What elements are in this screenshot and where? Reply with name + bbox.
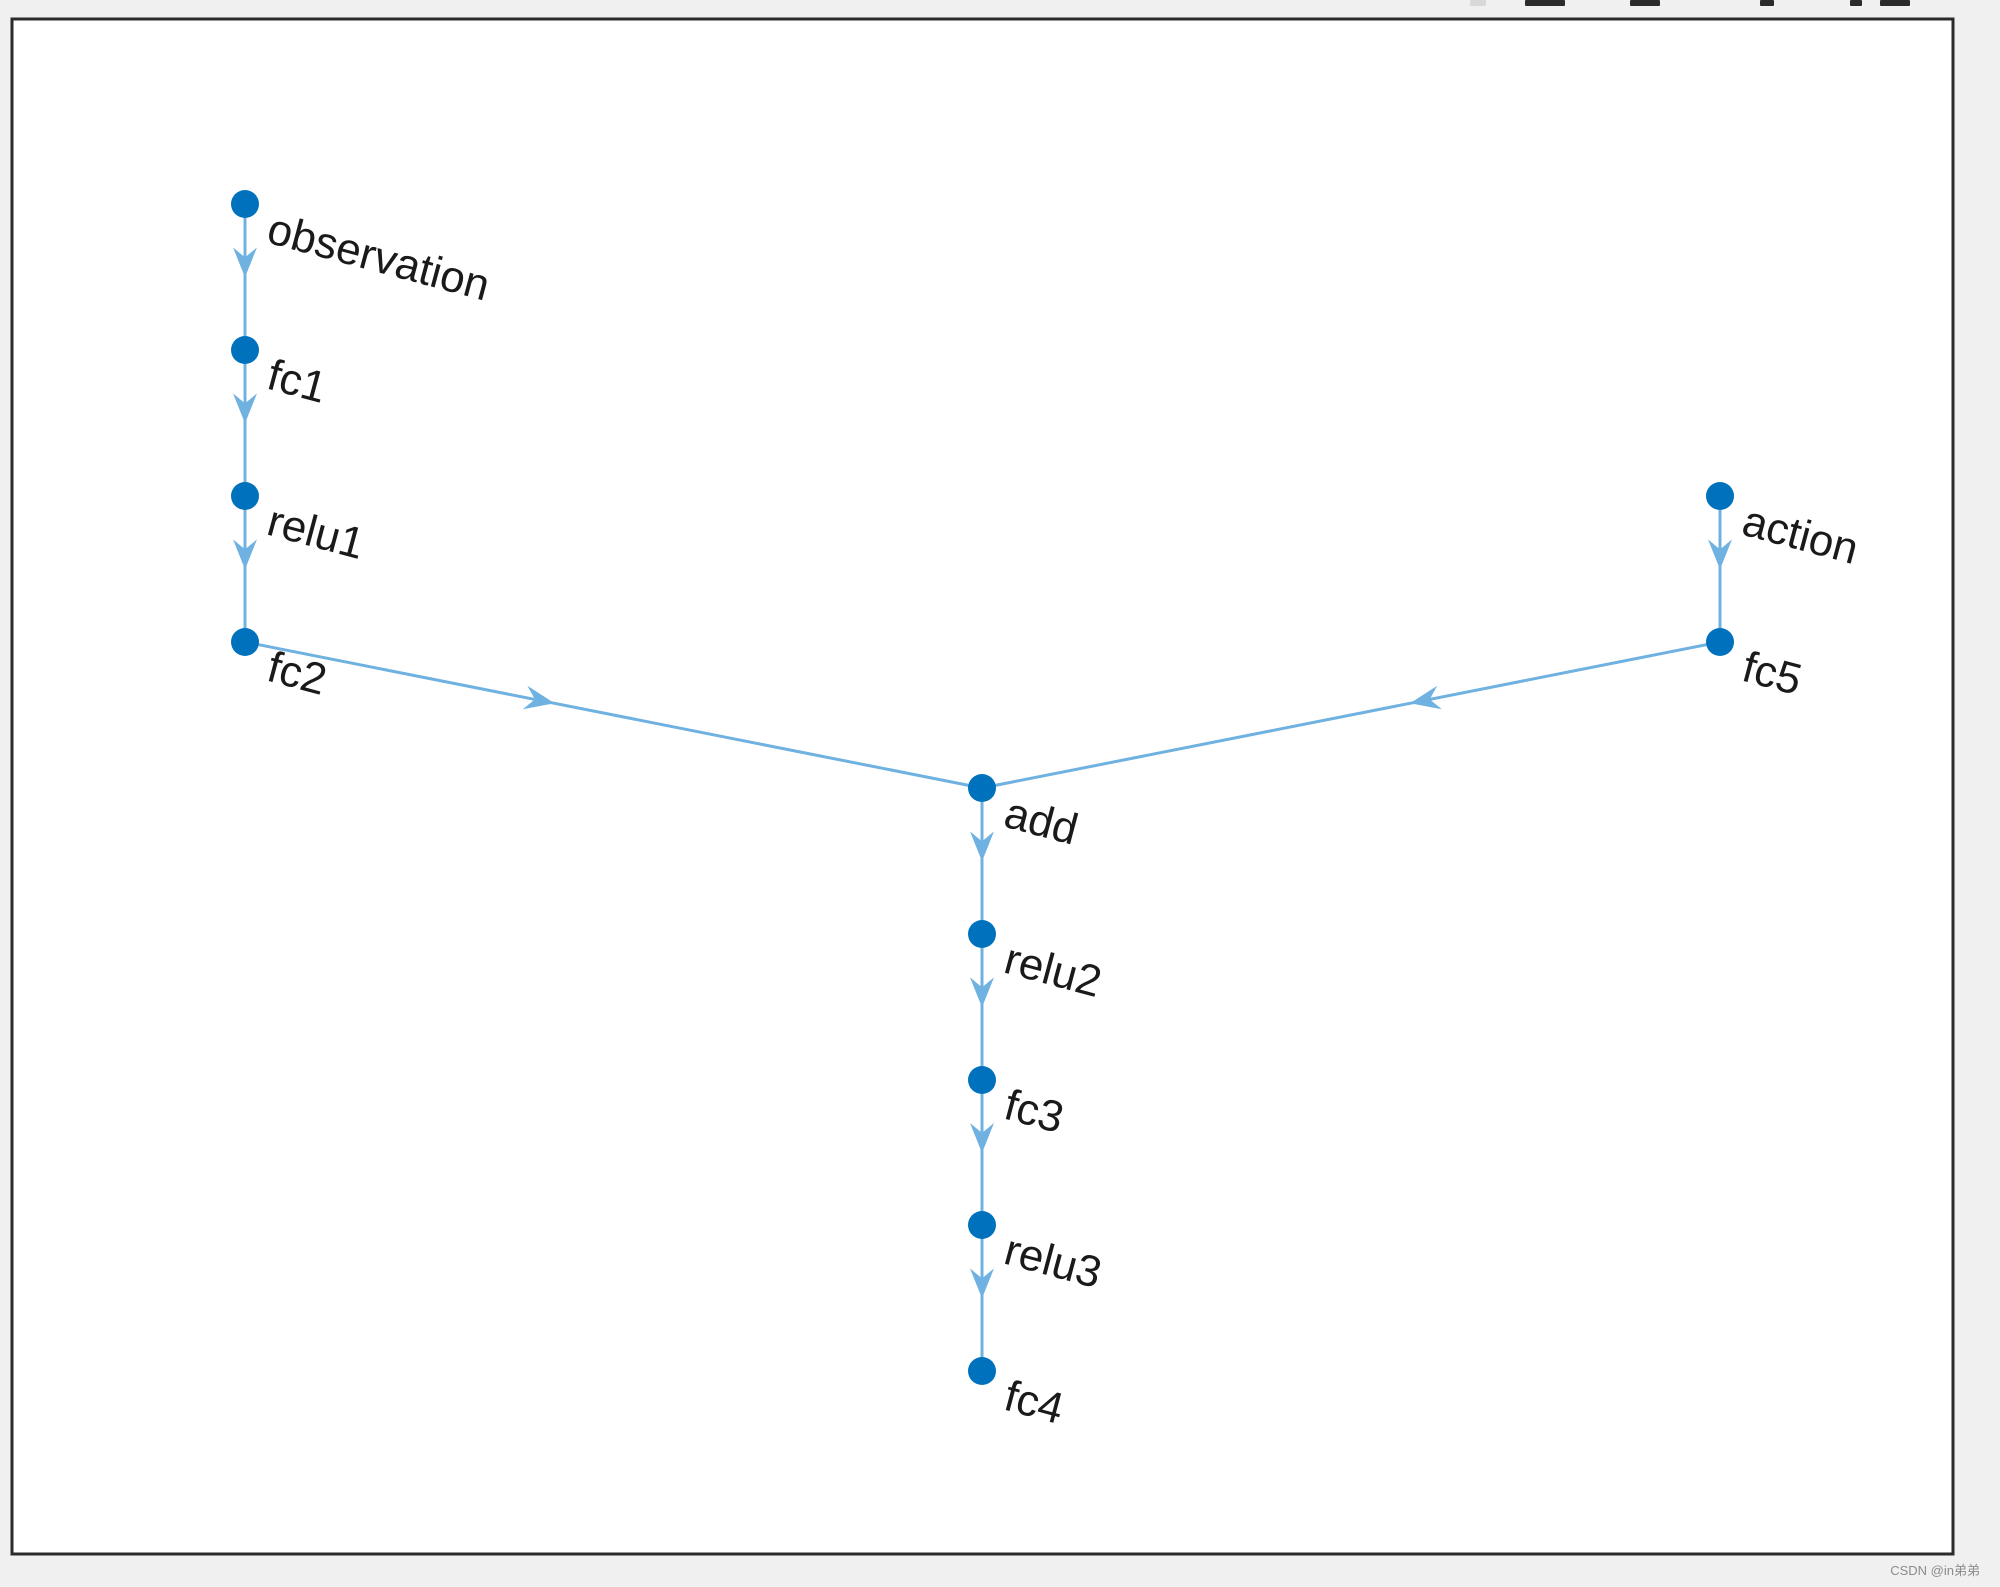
pan-icon[interactable]	[1630, 0, 1660, 6]
edge-arrow-fc3-to-relu3	[970, 1123, 994, 1153]
edge-arrow-action-to-fc5	[1708, 539, 1732, 570]
brush-icon[interactable]	[1470, 0, 1486, 6]
edge-fc5-to-add	[981, 640, 1721, 790]
node-observation[interactable]	[231, 190, 259, 218]
watermark: CSDN @in弟弟	[1890, 1563, 1980, 1578]
edge-arrow-relu3-to-fc4	[970, 1268, 994, 1299]
nodes-layer	[231, 190, 1734, 1385]
edge-arrow-fc5-to-add	[1410, 685, 1442, 710]
edge-arrow-relu1-to-fc2	[233, 539, 257, 570]
edge-arrow-fc1-to-relu1	[233, 393, 257, 424]
node-relu2[interactable]	[968, 920, 996, 948]
zoom-out-icon[interactable]	[1850, 0, 1862, 6]
node-fc5[interactable]	[1706, 628, 1734, 656]
zoom-in-icon[interactable]	[1760, 0, 1774, 6]
node-action[interactable]	[1706, 482, 1734, 510]
node-add[interactable]	[968, 774, 996, 802]
restore-view-icon[interactable]	[1880, 0, 1910, 6]
node-fc3[interactable]	[968, 1066, 996, 1094]
edge-arrow-add-to-relu2	[970, 831, 994, 862]
axes-toolbar	[1470, 0, 1950, 12]
node-fc1[interactable]	[231, 336, 259, 364]
node-relu1[interactable]	[231, 482, 259, 510]
node-fc4[interactable]	[968, 1357, 996, 1385]
edge-fc2-to-add	[244, 640, 983, 790]
node-relu3[interactable]	[968, 1211, 996, 1239]
edge-arrow-fc2-to-add	[522, 685, 555, 710]
edge-arrow-relu2-to-fc3	[970, 977, 994, 1008]
node-fc2[interactable]	[231, 628, 259, 656]
edges-layer	[233, 204, 1732, 1371]
edge-arrow-observation-to-fc1	[233, 247, 257, 278]
data-tips-icon[interactable]	[1525, 0, 1565, 6]
